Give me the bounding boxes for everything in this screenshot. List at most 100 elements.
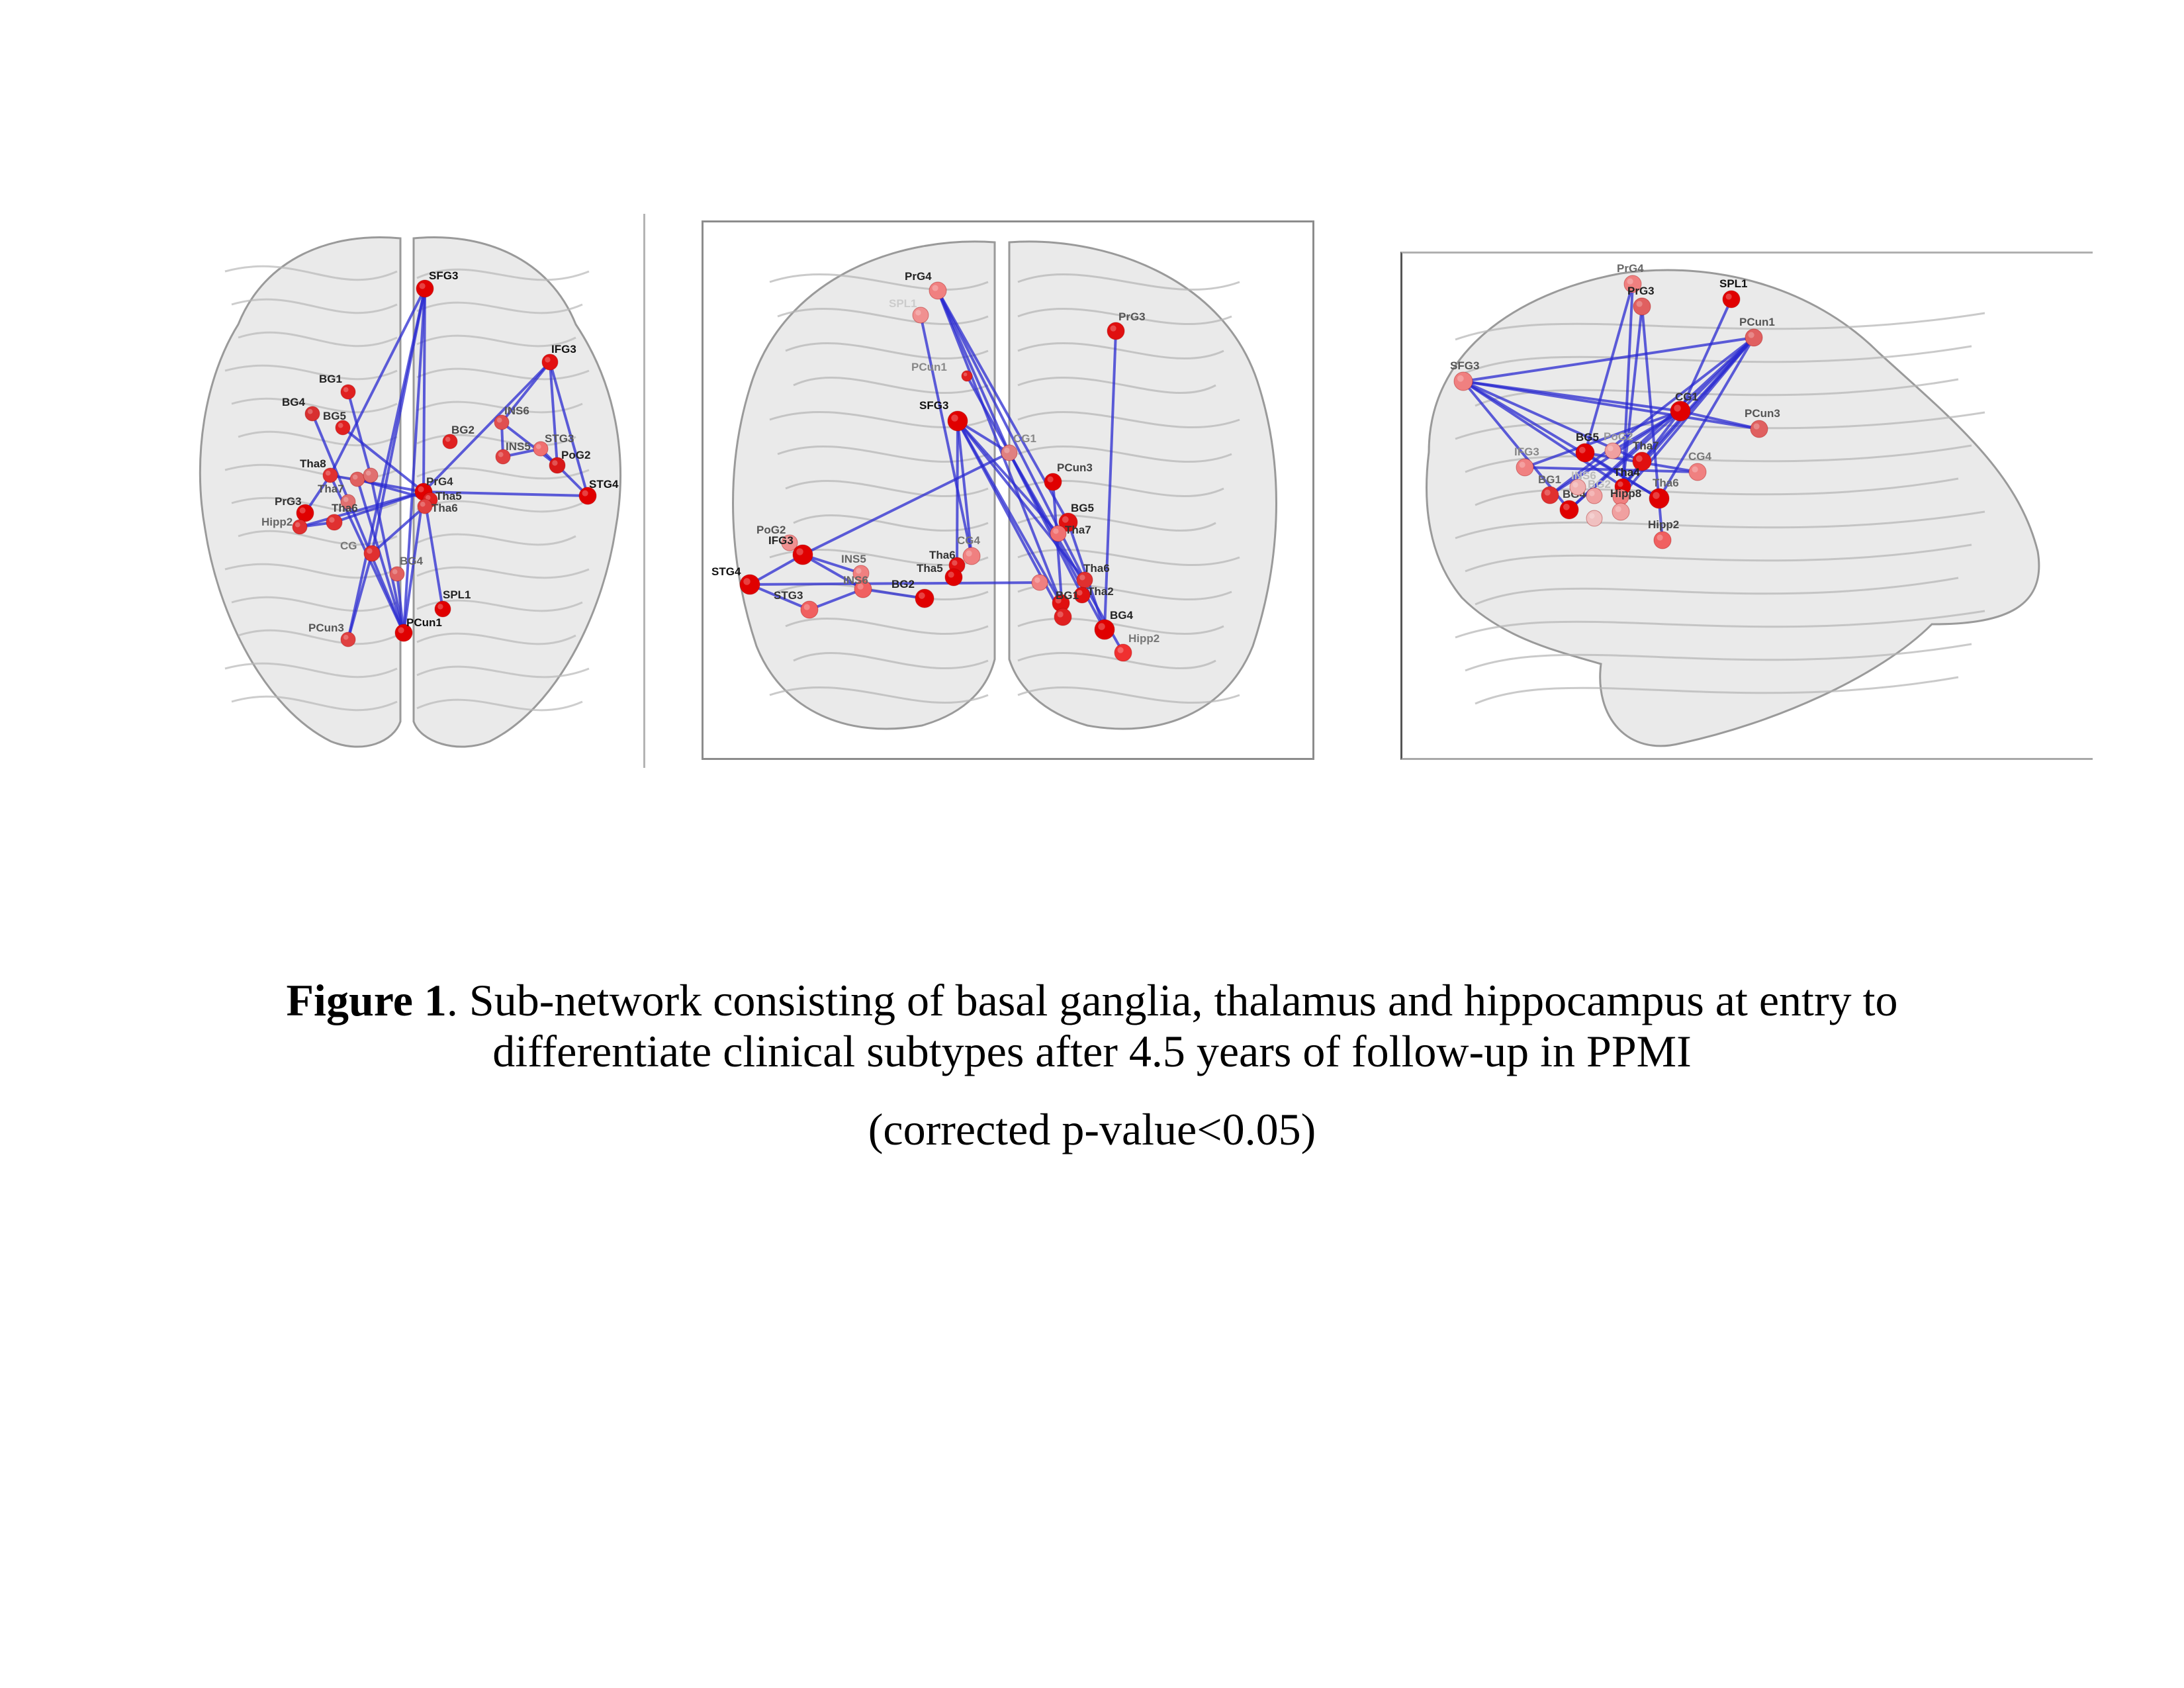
node-highlight xyxy=(352,474,358,480)
brain-node xyxy=(349,471,365,487)
brain-node: INS6 xyxy=(1569,469,1596,496)
brain-node: BG1 xyxy=(319,373,356,400)
node-sphere xyxy=(944,568,963,586)
node-sphere xyxy=(912,306,929,324)
brain-node: BG1 xyxy=(1052,589,1079,612)
brain-node: CG1 xyxy=(1670,391,1698,422)
node-sphere xyxy=(1612,502,1630,521)
brain-node: Tha2 xyxy=(1073,585,1114,604)
node-highlight xyxy=(299,507,306,514)
node-label: Tha7 xyxy=(1065,524,1091,536)
node-label: Hipp2 xyxy=(261,516,293,528)
node-highlight xyxy=(915,310,921,316)
connection-edge xyxy=(1584,283,1634,453)
node-label: PrG4 xyxy=(1617,262,1644,275)
node-highlight xyxy=(1674,404,1681,412)
node-label: BG1 xyxy=(1538,473,1561,486)
brain-surface xyxy=(732,240,1277,730)
node-label: Tha7 xyxy=(318,483,344,495)
node-highlight xyxy=(803,604,810,610)
node-sphere xyxy=(340,632,356,647)
node-label: PCun3 xyxy=(1745,407,1780,420)
node-label: PCun3 xyxy=(308,622,344,634)
brain-surface xyxy=(1426,269,2040,747)
brain-node: STG3 xyxy=(774,589,819,619)
node-label: STG4 xyxy=(711,565,741,578)
node-sphere xyxy=(1586,510,1603,527)
brain-node: Hipp2 xyxy=(1648,518,1679,549)
node-sphere xyxy=(739,574,760,595)
connection-edge xyxy=(1641,336,1755,463)
node-highlight xyxy=(343,387,349,393)
node-sphere xyxy=(1586,487,1603,504)
node-label: Tha6 xyxy=(929,549,956,561)
brain-node: Tha5 xyxy=(917,562,963,586)
node-label: CG4 xyxy=(957,534,981,547)
node-highlight xyxy=(963,372,968,377)
brain-node: BG5 xyxy=(1575,431,1599,463)
node-highlight xyxy=(338,422,343,428)
brain-node: PCun3 xyxy=(308,622,356,647)
node-highlight xyxy=(343,634,349,640)
node-highlight xyxy=(1544,489,1551,496)
connection-edge xyxy=(371,505,426,555)
node-sphere xyxy=(1623,275,1642,293)
connection-edge xyxy=(1463,380,1760,430)
brain-node: PoG2 xyxy=(1604,430,1633,459)
connection-edge xyxy=(1052,481,1064,618)
connection-edge xyxy=(329,288,426,476)
node-highlight xyxy=(419,283,426,289)
node-label: PoG2 xyxy=(756,524,786,536)
node-highlight xyxy=(857,583,864,590)
connection-edge xyxy=(347,391,372,476)
node-highlight xyxy=(498,451,504,457)
brain-node: PrG3 xyxy=(1107,310,1146,340)
node-highlight xyxy=(1457,375,1464,382)
brain-node: PCun3 xyxy=(1745,407,1780,438)
node-highlight xyxy=(1578,446,1586,453)
node-label: BG4 xyxy=(400,555,424,567)
brain-nodes: PrG4SPL1PrG3PCun1SFG3CG1PCun3BG5Tha7PoG2… xyxy=(711,270,1160,662)
node-highlight xyxy=(437,604,443,610)
brain-node: IFG3 xyxy=(541,343,576,371)
node-label: PrG3 xyxy=(1627,285,1655,297)
node-sphere xyxy=(800,600,819,619)
node-sphere xyxy=(340,384,356,400)
brain-node: Tha7 xyxy=(318,483,356,510)
node-sphere xyxy=(578,487,597,505)
connection-edge xyxy=(1524,410,1681,469)
node-highlight xyxy=(1079,575,1085,581)
node-sphere xyxy=(1050,525,1067,542)
node-highlight xyxy=(420,501,426,507)
connection-edge xyxy=(1463,336,1754,383)
node-label: INS5 xyxy=(506,440,531,453)
brain-node: INS5 xyxy=(841,553,870,582)
brain-node: CG xyxy=(340,539,381,562)
node-highlight xyxy=(367,548,373,554)
node-label: BG2 xyxy=(1588,478,1611,491)
node-sphere xyxy=(1073,586,1091,604)
node-sphere xyxy=(1575,443,1595,463)
node-label: BG2 xyxy=(451,424,475,436)
node-label: Tha2 xyxy=(1087,585,1114,598)
node-sphere xyxy=(442,434,458,449)
node-sphere xyxy=(1453,371,1473,391)
brain-node xyxy=(1031,574,1048,591)
node-sphere xyxy=(1745,328,1763,347)
node-highlight xyxy=(496,417,502,423)
node-highlight xyxy=(1657,534,1663,541)
node-label: PCun3 xyxy=(1057,461,1093,474)
node-highlight xyxy=(1057,611,1064,618)
connection-edge xyxy=(311,413,405,633)
node-highlight xyxy=(1589,491,1595,496)
node-sphere xyxy=(389,566,405,582)
node-label: INS6 xyxy=(504,404,529,417)
axial-network-plot: SFG3IFG3BG1BG4BG5BG2INS6STG3INS5PoG2STG4… xyxy=(199,236,621,748)
brain-node: Hipp8 xyxy=(1610,487,1641,506)
connection-edge xyxy=(749,553,803,586)
node-sphere xyxy=(416,279,434,298)
node-highlight xyxy=(932,285,938,291)
node-highlight xyxy=(329,517,335,523)
node-sphere xyxy=(1541,486,1559,504)
